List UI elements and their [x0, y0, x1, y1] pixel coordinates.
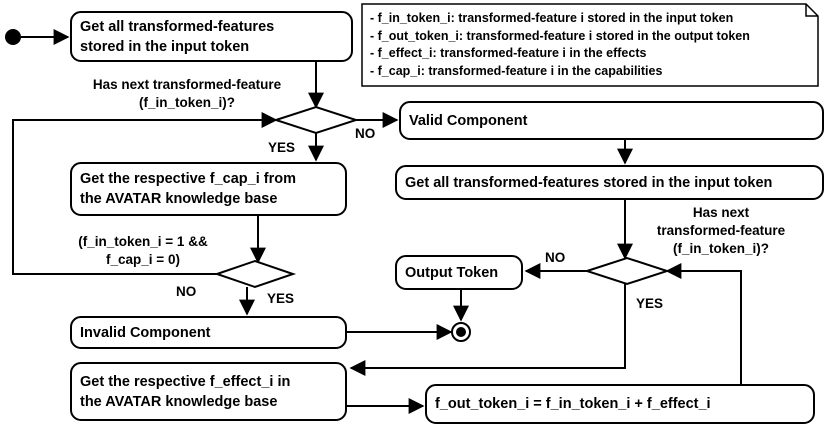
guard-yes-2: YES: [267, 291, 295, 306]
guard-yes-1: YES: [268, 140, 296, 155]
legend-note: [361, 3, 819, 87]
action-get-input-features-2-label: Get all transformed-features stored in t…: [405, 174, 773, 191]
action-output-token: Output Token: [395, 255, 523, 290]
guard-cap-condition-line-1: (f_in_token_i = 1 &&: [78, 234, 208, 249]
action-get-input-features-line-1: Get all transformed-features: [80, 18, 275, 35]
action-get-input-features: Get all transformed-features stored in t…: [70, 11, 353, 62]
action-output-token-label: Output Token: [405, 264, 499, 281]
action-get-input-features-2: Get all transformed-features stored in t…: [395, 165, 824, 200]
action-get-effect: Get the respective f_effect_i in the AVA…: [70, 362, 347, 421]
action-get-cap-line-1: Get the respective f_cap_i from: [80, 171, 296, 187]
action-get-cap: Get the respective f_cap_i from the AVAT…: [70, 162, 347, 216]
guard-has-next-1-line-1: Has next transformed-feature: [92, 77, 282, 92]
guard-has-next-2-line-1: Has next: [692, 205, 750, 220]
legend-line-3: - f_effect_i: transformed-feature i in t…: [370, 46, 647, 60]
action-invalid-component: Invalid Component: [70, 316, 347, 349]
decision-has-next-1: [272, 105, 360, 135]
action-valid-component: Valid Component: [399, 101, 824, 140]
action-invalid-component-label: Invalid Component: [80, 324, 211, 341]
legend-note-fold: [805, 4, 818, 17]
guard-no-2: NO: [176, 284, 197, 299]
edge-decision-3-yes: [349, 284, 626, 376]
legend-line-4: - f_cap_i: transformed-feature i in the …: [370, 63, 663, 78]
guard-has-next-2-line-2: transformed-feature: [656, 223, 786, 238]
guard-cap-condition-line-2: f_cap_i = 0): [106, 252, 180, 267]
legend-line-1: - f_in_token_i: transformed-feature i st…: [370, 11, 734, 25]
edge-decision-2-no-loop: [12, 112, 278, 275]
legend-line-2: - f_out_token_i: transformed-feature i s…: [370, 28, 750, 43]
guard-yes-3: YES: [636, 296, 664, 311]
guard-no-3: NO: [545, 250, 566, 265]
initial-node: [5, 29, 21, 45]
action-compute-output-label: f_out_token_i = f_in_token_i + f_effect_…: [435, 396, 711, 412]
guard-has-next-2: Has next transformed-feature (f_in_token…: [628, 204, 814, 258]
action-get-cap-line-2: the AVATAR knowledge base: [80, 191, 278, 207]
edge-compute-loop: [665, 263, 742, 384]
action-valid-component-label: Valid Component: [409, 112, 528, 129]
legend-text: - f_in_token_i: transformed-feature i st…: [370, 10, 750, 80]
guard-cap-condition: (f_in_token_i = 1 && f_cap_i = 0): [72, 233, 214, 269]
decision-has-next-2: [583, 256, 671, 286]
guard-has-next-1-line-2: (f_in_token_i)?: [138, 95, 235, 110]
action-get-effect-line-2: the AVATAR knowledge base: [80, 393, 278, 410]
final-node-core: [456, 327, 466, 337]
action-get-effect-line-1: Get the respective f_effect_i in: [80, 373, 291, 390]
action-get-input-features-line-2: stored in the input token: [80, 38, 250, 55]
decision-cap-check: [213, 259, 297, 289]
guard-has-next-2-line-3: (f_in_token_i)?: [672, 241, 769, 256]
guard-has-next-1: Has next transformed-feature (f_in_token…: [82, 76, 292, 112]
action-compute-output: f_out_token_i = f_in_token_i + f_effect_…: [425, 384, 815, 424]
guard-no-1: NO: [355, 126, 376, 141]
